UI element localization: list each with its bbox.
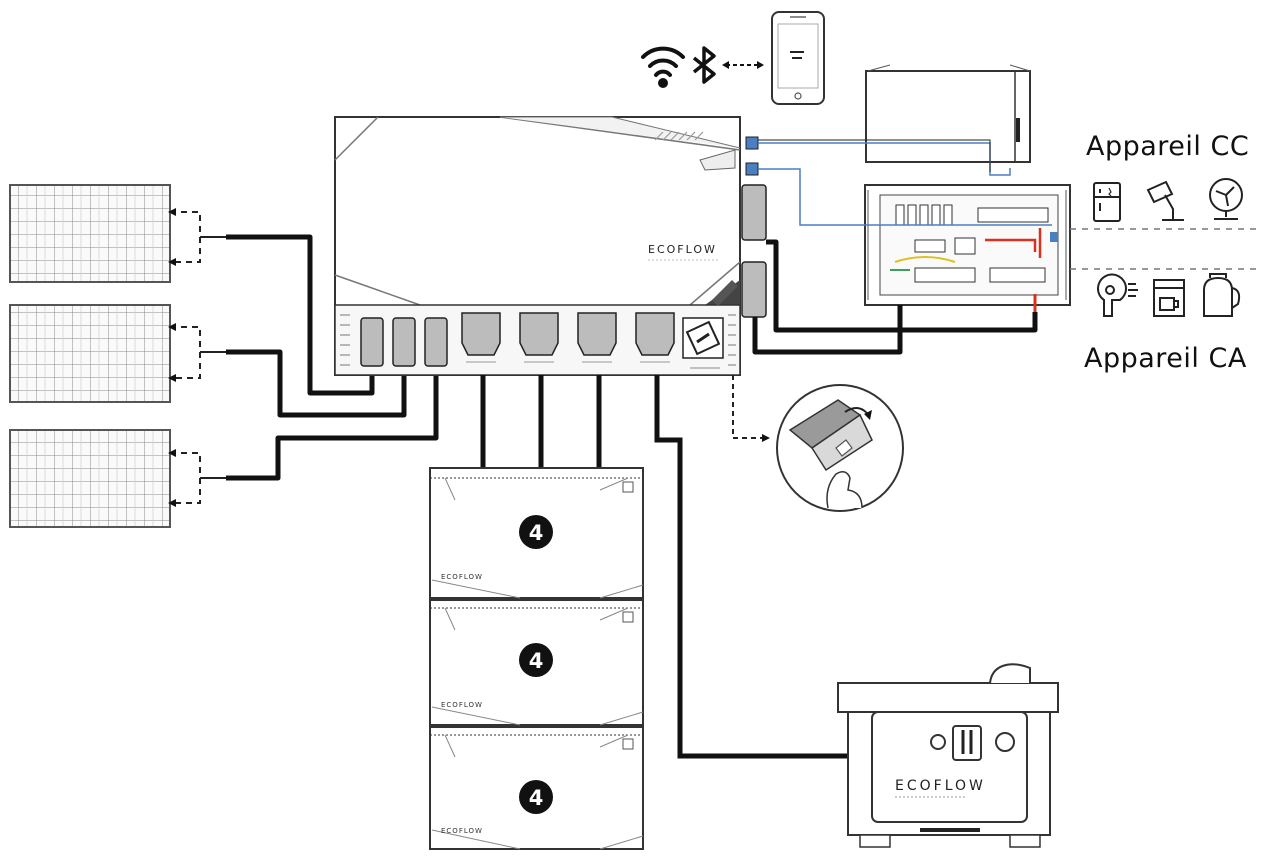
phone-icon xyxy=(771,11,825,105)
solar-panel xyxy=(9,429,226,528)
battery-badge: 4 xyxy=(529,521,544,545)
dc-appliance-label: Appareil CC xyxy=(1086,131,1250,162)
switch-detail-callout xyxy=(776,384,904,512)
ac-appliance-label: Appareil CA xyxy=(1084,343,1247,374)
power-hub: ECOFLOW xyxy=(334,116,741,376)
ac-cable xyxy=(752,305,903,355)
distribution-panel xyxy=(864,184,1071,312)
hub-side-connectors xyxy=(712,136,767,318)
generator-cable xyxy=(654,375,862,759)
callout-leader xyxy=(732,375,764,439)
solar-cable xyxy=(226,234,375,396)
battery-pack: 4 ECOFLOW xyxy=(429,599,644,726)
signal-cable xyxy=(758,142,1011,176)
generator-wordmark: ECOFLOW xyxy=(895,778,986,794)
solar-cable xyxy=(226,375,439,481)
coffee-maker-icon xyxy=(1153,279,1185,317)
bluetooth-icon xyxy=(692,46,716,84)
battery-pack: 4 ECOFLOW xyxy=(429,726,644,850)
solar-panel xyxy=(9,184,226,283)
battery-wordmark: ECOFLOW xyxy=(441,573,483,581)
battery-wordmark: ECOFLOW xyxy=(441,827,483,835)
lamp-icon xyxy=(1146,180,1184,221)
ac-cable xyxy=(766,239,1038,333)
hair-dryer-icon xyxy=(1097,273,1138,317)
smart-generator: ECOFLOW xyxy=(837,663,1059,848)
battery-badge: 4 xyxy=(529,786,544,810)
wifi-icon xyxy=(641,46,685,88)
battery-wordmark: ECOFLOW xyxy=(441,701,483,709)
smart-panel-cover xyxy=(865,64,1031,163)
fan-icon xyxy=(1209,178,1243,220)
solar-cable xyxy=(226,349,407,418)
solar-panel xyxy=(9,304,226,403)
fridge-icon xyxy=(1093,182,1121,222)
battery-pack: 4 ECOFLOW xyxy=(429,467,644,599)
battery-badge: 4 xyxy=(529,649,544,673)
brand-wordmark: ECOFLOW xyxy=(648,243,717,256)
kettle-icon xyxy=(1203,273,1241,317)
signal-cable xyxy=(758,168,1052,226)
